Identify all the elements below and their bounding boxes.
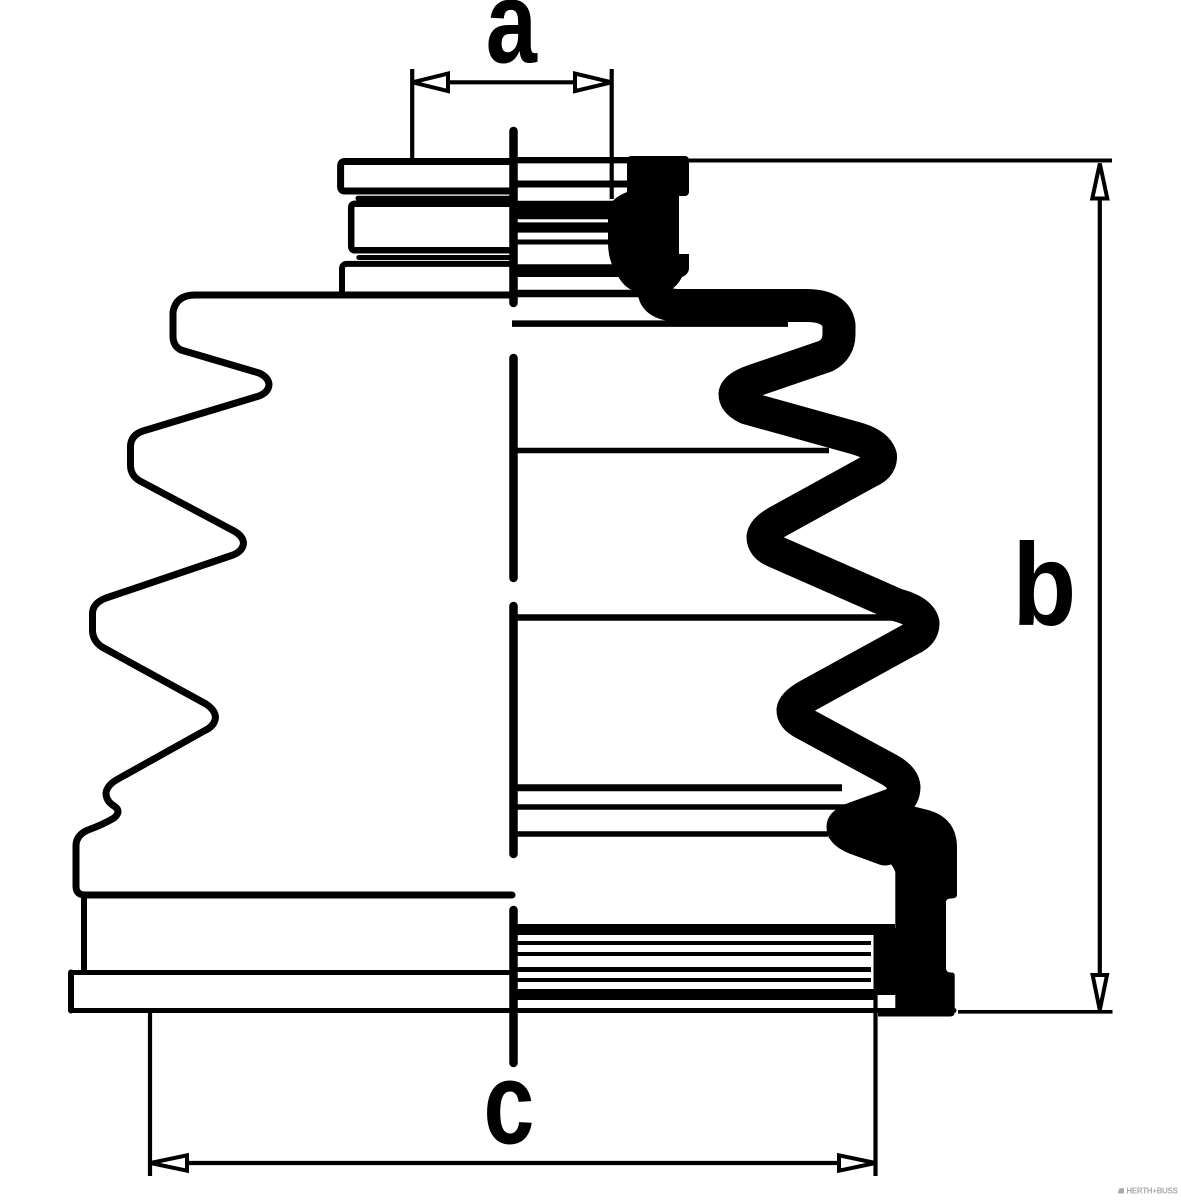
svg-text:b: b: [1012, 520, 1076, 651]
svg-text:HERTH+BUSS: HERTH+BUSS: [1127, 1187, 1178, 1196]
svg-text:c: c: [483, 1039, 534, 1169]
svg-text:a: a: [486, 0, 538, 88]
